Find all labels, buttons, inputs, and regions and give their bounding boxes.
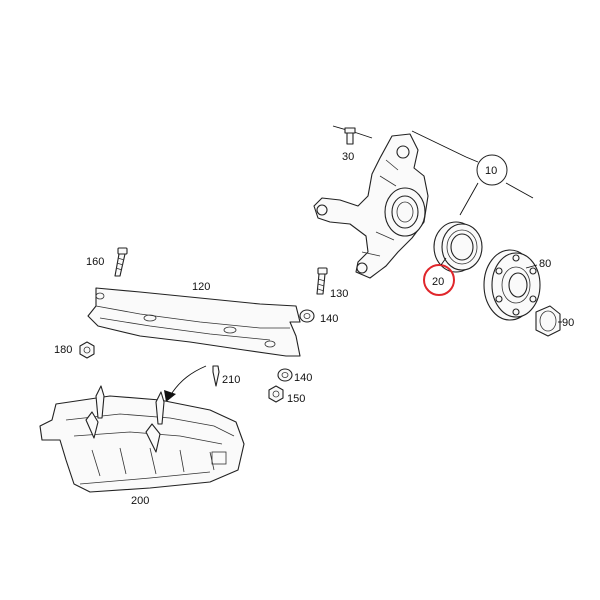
arrow-210	[169, 365, 207, 397]
leader-10-c	[505, 182, 534, 199]
callout-120: 120	[192, 281, 210, 293]
washer-140-upper[interactable]	[299, 309, 315, 323]
bolt-160[interactable]	[114, 247, 128, 277]
bolt-30[interactable]	[332, 125, 373, 145]
leader-10-a	[465, 156, 479, 163]
callout-80: 80	[539, 258, 551, 270]
arrow-210-head	[164, 390, 176, 402]
housing-200[interactable]	[39, 385, 245, 493]
callout-180: 180	[54, 344, 72, 356]
callout-210: 210	[222, 374, 240, 386]
washer-140-lower[interactable]	[277, 368, 293, 382]
callout-200: 200	[131, 495, 149, 507]
leader-10-b	[411, 130, 467, 158]
callout-140-upper: 140	[320, 313, 338, 325]
clip-210[interactable]	[212, 365, 220, 387]
callout-20-highlight-circle	[423, 264, 455, 296]
axle-nut-90[interactable]	[535, 305, 561, 337]
callout-140-lower: 140	[294, 372, 312, 384]
callout-10: 10	[485, 165, 497, 177]
leader-80	[525, 264, 538, 269]
nut-180[interactable]	[79, 341, 95, 359]
leader-20	[440, 257, 447, 266]
nut-150[interactable]	[268, 385, 284, 403]
leader-10-d	[459, 182, 479, 216]
callout-90: 90	[562, 317, 574, 329]
steering-knuckle[interactable]	[313, 133, 429, 279]
wheel-hub-80[interactable]	[483, 249, 541, 321]
callout-30: 30	[342, 151, 354, 163]
callout-150: 150	[287, 393, 305, 405]
callout-130: 130	[330, 288, 348, 300]
callout-20: 20	[432, 276, 444, 288]
callout-160: 160	[86, 256, 104, 268]
crossmember-120[interactable]	[87, 287, 301, 357]
callout-10-circle	[476, 154, 508, 186]
bolt-130[interactable]	[316, 267, 328, 295]
